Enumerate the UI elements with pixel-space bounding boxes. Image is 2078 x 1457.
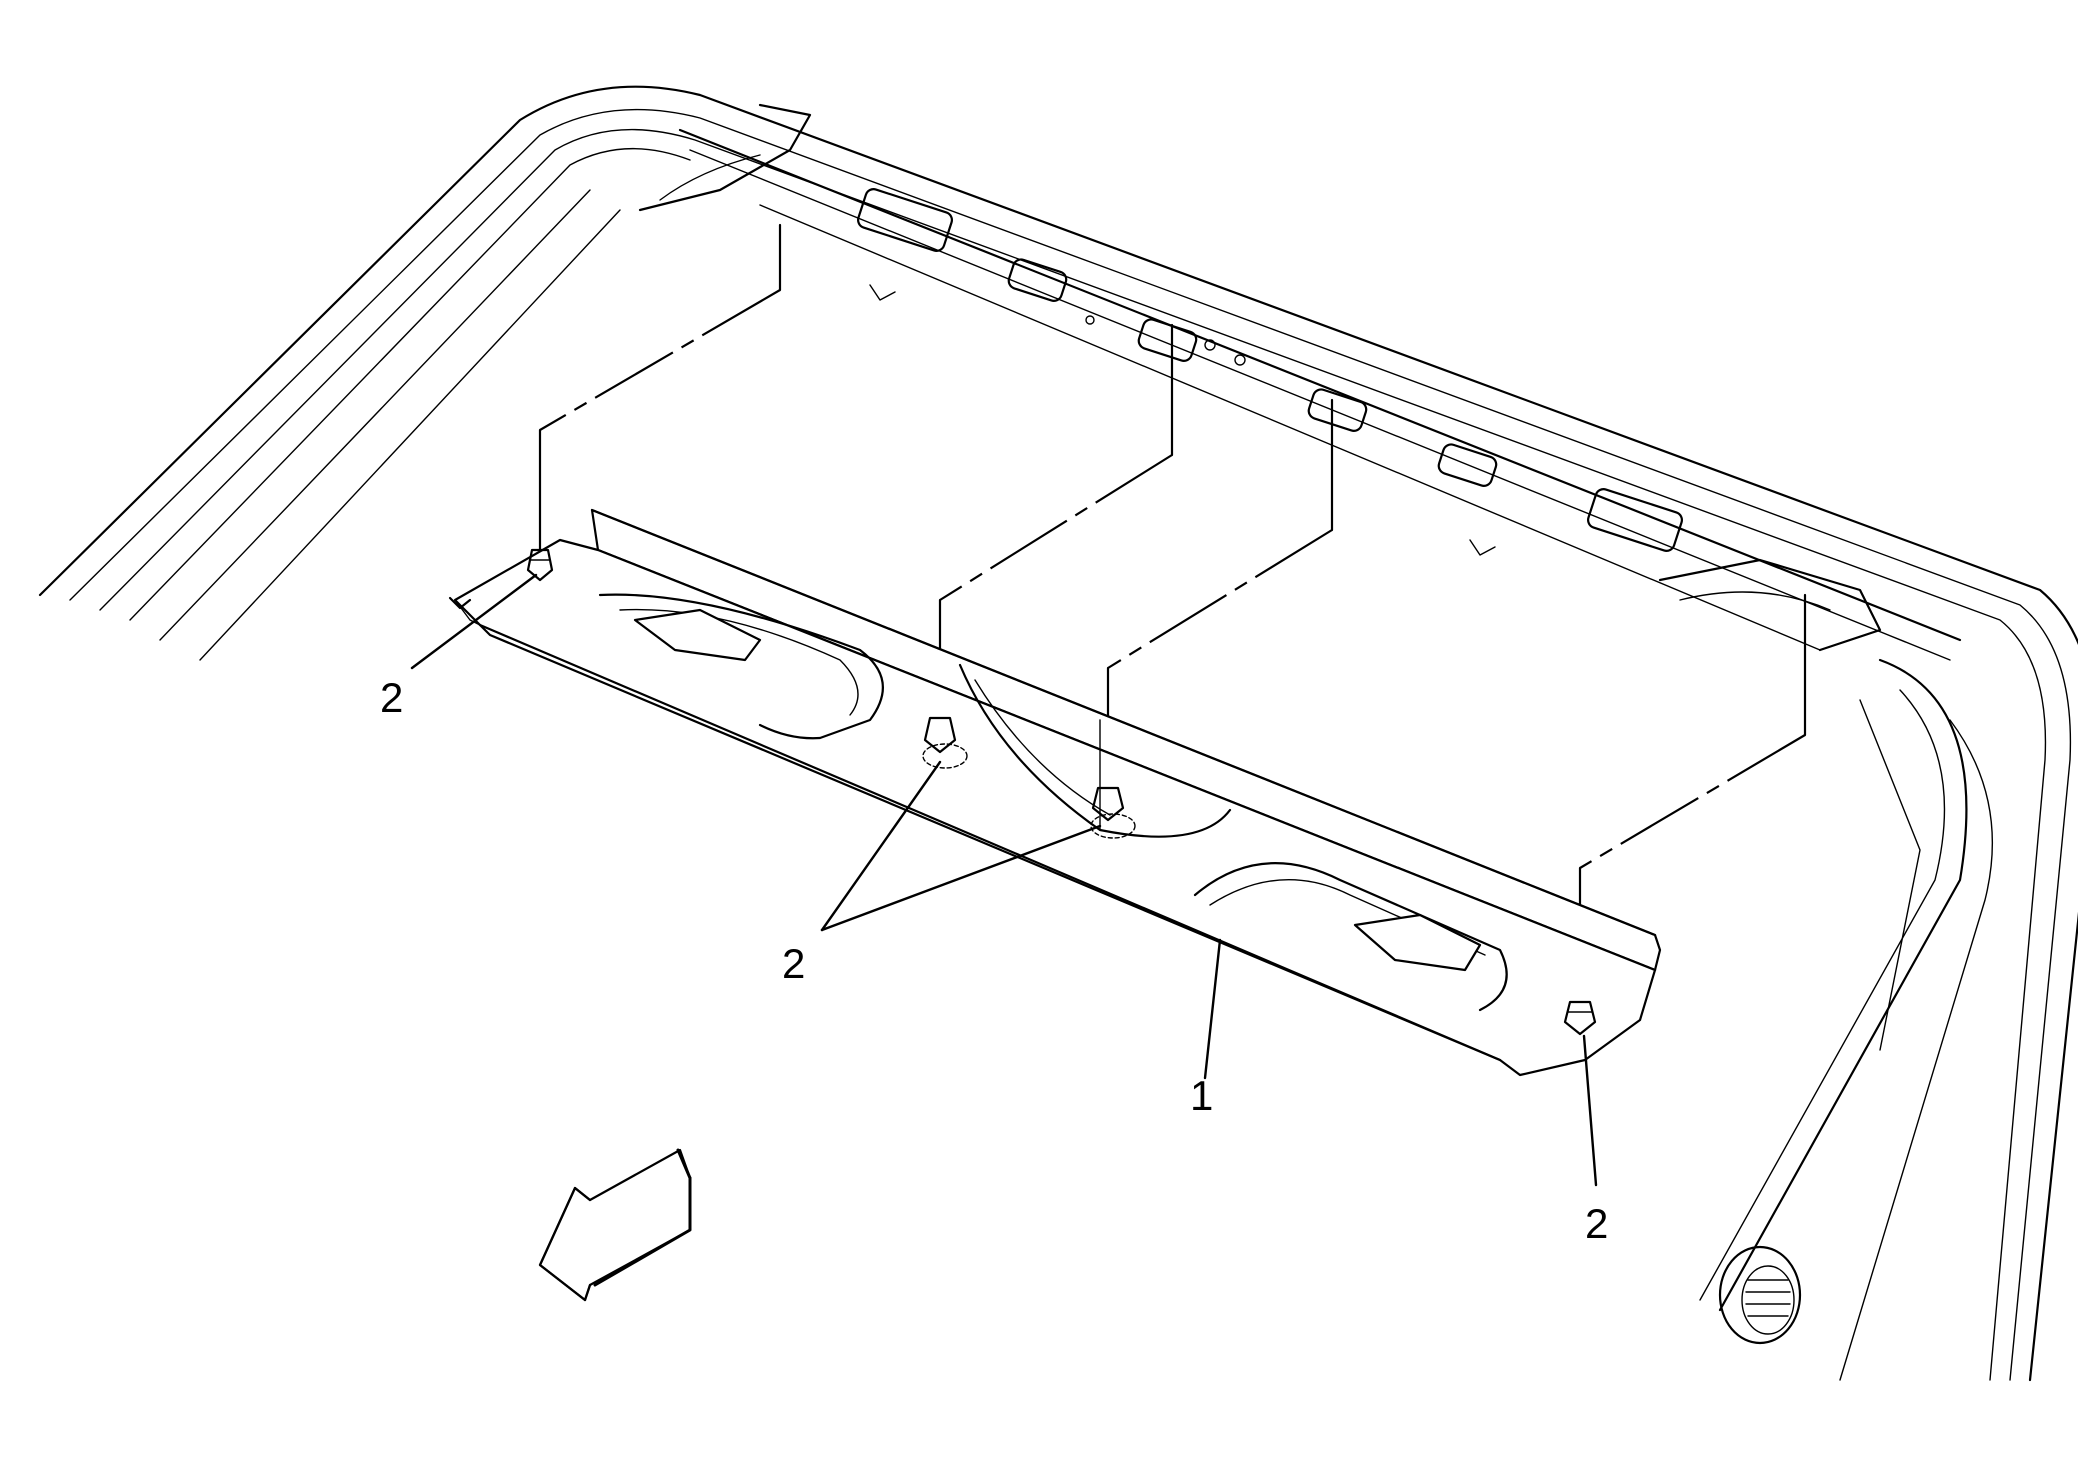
front-direction-arrow-icon — [538, 1148, 692, 1302]
clip-center-left — [922, 716, 968, 769]
clip-right — [1563, 1000, 1597, 1036]
clip-center-right — [1090, 786, 1136, 839]
clip-left — [526, 548, 554, 582]
callout-2-center: 2 — [782, 940, 805, 987]
callout-2-right: 2 — [1585, 1200, 1608, 1247]
retainer-clips — [526, 548, 1597, 1036]
rear-headliner-console-panel — [448, 508, 1662, 1077]
callout-1: 1 — [1190, 1072, 1213, 1119]
callout-2-left: 2 — [380, 674, 403, 721]
roof-frame — [38, 85, 2078, 1382]
alignment-lines — [538, 223, 1807, 1007]
leader-lines — [410, 573, 1598, 1187]
